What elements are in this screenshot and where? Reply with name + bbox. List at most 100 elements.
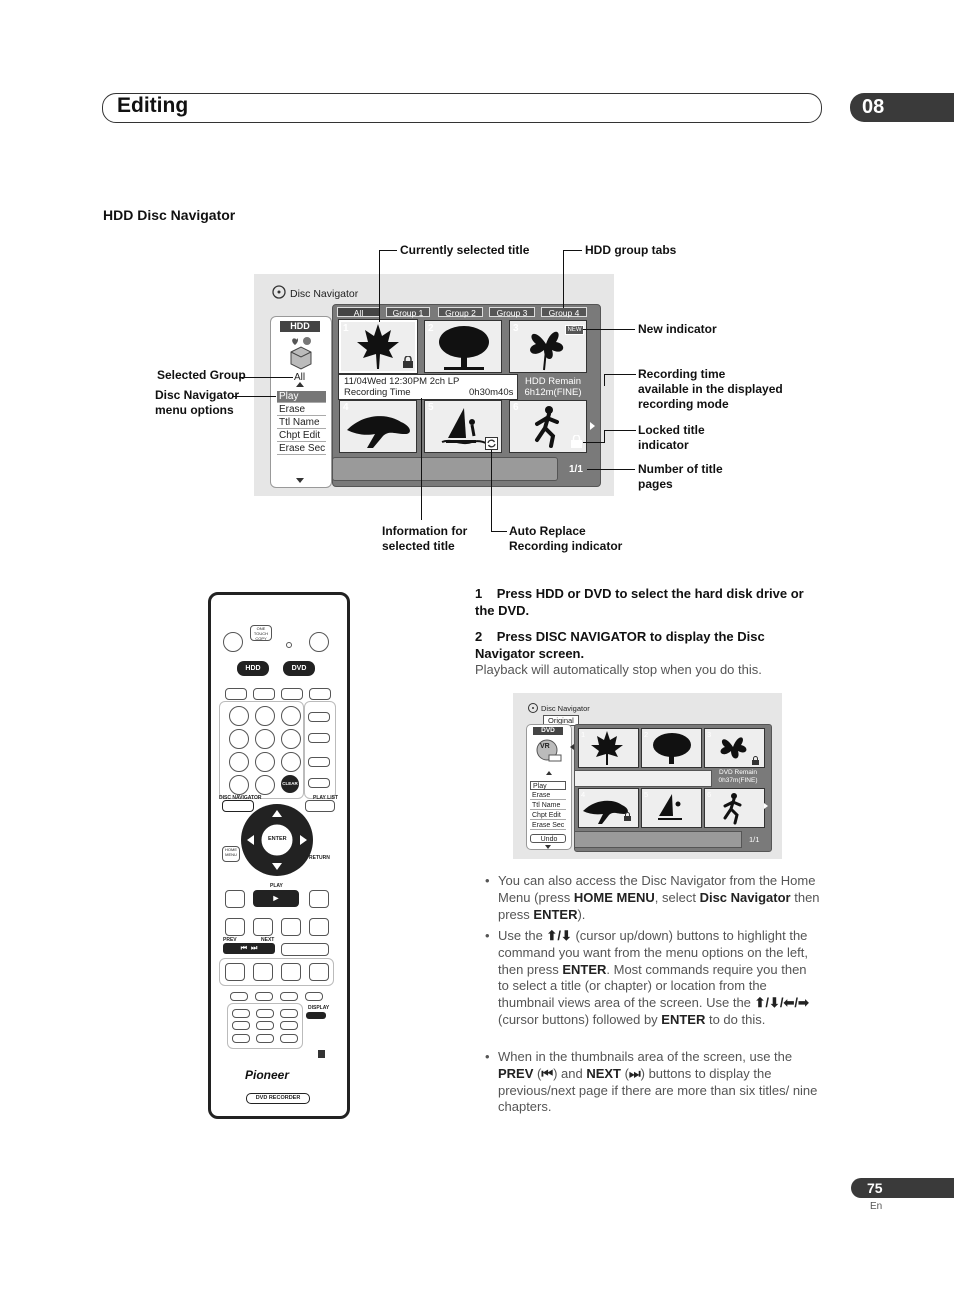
subsection-title: HDD Disc Navigator (103, 207, 236, 223)
remote-button[interactable] (309, 918, 329, 936)
remote-button[interactable] (232, 1021, 250, 1030)
remote-button[interactable] (256, 1021, 274, 1030)
play-list-button[interactable] (305, 800, 335, 812)
tab-label: Group 4 (548, 308, 580, 318)
key-prev: PREV (498, 1065, 534, 1081)
remote-button[interactable] (309, 890, 329, 908)
number-button[interactable] (255, 775, 275, 795)
disc-navigator-label: DISC NAVIGATOR (219, 795, 262, 801)
number-button[interactable] (229, 775, 249, 795)
remote-button[interactable] (280, 992, 298, 1001)
enter-button[interactable]: ENTER (268, 836, 287, 842)
remote-button[interactable] (308, 757, 330, 767)
leader-line (491, 450, 492, 531)
disc-navigator-button[interactable] (222, 800, 254, 812)
tab-group-4[interactable]: Group 4 (541, 307, 587, 318)
tab-group-2[interactable]: Group 2 (438, 307, 483, 318)
remote-button[interactable] (308, 733, 330, 743)
text: ). (577, 906, 586, 922)
play-button[interactable]: ► (253, 890, 299, 907)
cursor-pad[interactable] (232, 800, 322, 880)
key-enter: ENTER (661, 1011, 706, 1027)
left-arrow-icon (570, 744, 574, 750)
home-menu-button[interactable]: HOME MENU (222, 846, 240, 862)
remote-button[interactable] (309, 963, 329, 981)
text: ( (533, 1065, 542, 1081)
menu-item-chpt-edit[interactable]: Chpt Edit (530, 811, 566, 820)
remote-button[interactable] (225, 918, 245, 936)
menu-item-erase-sec[interactable]: Erase Sec (277, 443, 326, 455)
callout-new-indicator: New indicator (638, 322, 717, 336)
remote-button[interactable] (253, 688, 275, 700)
number-button[interactable] (281, 706, 301, 726)
tab-all[interactable]: All (337, 307, 380, 318)
undo-button[interactable]: Undo (530, 834, 566, 843)
down-arrow-icon (545, 845, 551, 849)
remote-button[interactable] (280, 1009, 298, 1018)
remote-button[interactable] (305, 992, 323, 1001)
remote-button[interactable] (281, 963, 301, 981)
remote-button[interactable] (280, 1034, 298, 1043)
text: Use the (498, 928, 547, 943)
prev-next-buttons[interactable]: ⏮ ⏭ (223, 943, 275, 954)
remote-button[interactable] (256, 1009, 274, 1018)
display-button[interactable] (306, 1012, 326, 1019)
remote-button[interactable] (253, 918, 273, 936)
remote-button[interactable] (281, 688, 303, 700)
callout-title-info: Information for selected title (382, 524, 467, 554)
remote-button[interactable] (230, 992, 248, 1001)
remote-button[interactable] (281, 943, 329, 956)
remote-button[interactable] (256, 1034, 274, 1043)
remote-button[interactable] (232, 1034, 250, 1043)
number-button[interactable] (229, 729, 249, 749)
leader-line (491, 531, 507, 532)
text: , select (654, 889, 700, 905)
up-arrow-icon (296, 382, 304, 387)
number-button[interactable] (255, 729, 275, 749)
remote-button[interactable] (225, 688, 247, 700)
remote-button[interactable] (232, 1009, 250, 1018)
menu-item-ttl-name[interactable]: Ttl Name (277, 417, 326, 429)
next-icon: ⏭ (628, 1065, 641, 1081)
callout-menu-options: Disc Navigator menu options (155, 388, 239, 418)
remote-button[interactable] (308, 712, 330, 722)
menu-item-play[interactable]: Play (530, 781, 566, 790)
number-button[interactable] (229, 752, 249, 772)
leader-line (239, 377, 293, 378)
toucan-icon (347, 416, 410, 448)
menu-item-erase[interactable]: Erase (277, 404, 326, 416)
hdd-button[interactable]: HDD (237, 661, 269, 676)
thumb-number: 3 (707, 730, 712, 739)
number-button[interactable] (281, 752, 301, 772)
number-button[interactable] (281, 729, 301, 749)
up-arrow-icon (546, 771, 552, 775)
remote-button[interactable] (281, 918, 301, 936)
tab-group-1[interactable]: Group 1 (386, 307, 430, 318)
return-label: RETURN (309, 855, 330, 861)
menu-item-play[interactable]: Play (277, 391, 326, 403)
remote-button[interactable] (253, 963, 273, 981)
remote-button[interactable] (225, 963, 245, 981)
right-arrow-icon (764, 803, 768, 809)
number-button[interactable] (255, 706, 275, 726)
remote-button[interactable] (308, 778, 330, 788)
number-button[interactable] (229, 706, 249, 726)
menu-item-erase[interactable]: Erase (530, 791, 566, 800)
power-button[interactable] (223, 632, 243, 652)
open-close-button[interactable] (309, 632, 329, 652)
remote-button[interactable] (309, 688, 331, 700)
remote-button[interactable] (225, 890, 245, 908)
callout-recording-time: Recording time available in the displaye… (638, 367, 783, 412)
menu-item-chpt-edit[interactable]: Chpt Edit (277, 430, 326, 442)
callout-group-tabs: HDD group tabs (585, 243, 677, 257)
menu-item-ttl-name[interactable]: Ttl Name (530, 801, 566, 810)
bullet-home-menu: • You can also access the Disc Navigator… (485, 873, 820, 925)
dvd-button[interactable]: DVD (283, 661, 315, 676)
clear-button[interactable]: CLEAR (281, 775, 299, 793)
menu-item-erase-sec[interactable]: Erase Sec (530, 822, 566, 830)
number-button[interactable] (255, 752, 275, 772)
one-touch-copy-button[interactable]: ONE TOUCH COPY (250, 625, 272, 641)
tab-group-3[interactable]: Group 3 (489, 307, 535, 318)
remote-button[interactable] (280, 1021, 298, 1030)
remote-button[interactable] (255, 992, 273, 1001)
